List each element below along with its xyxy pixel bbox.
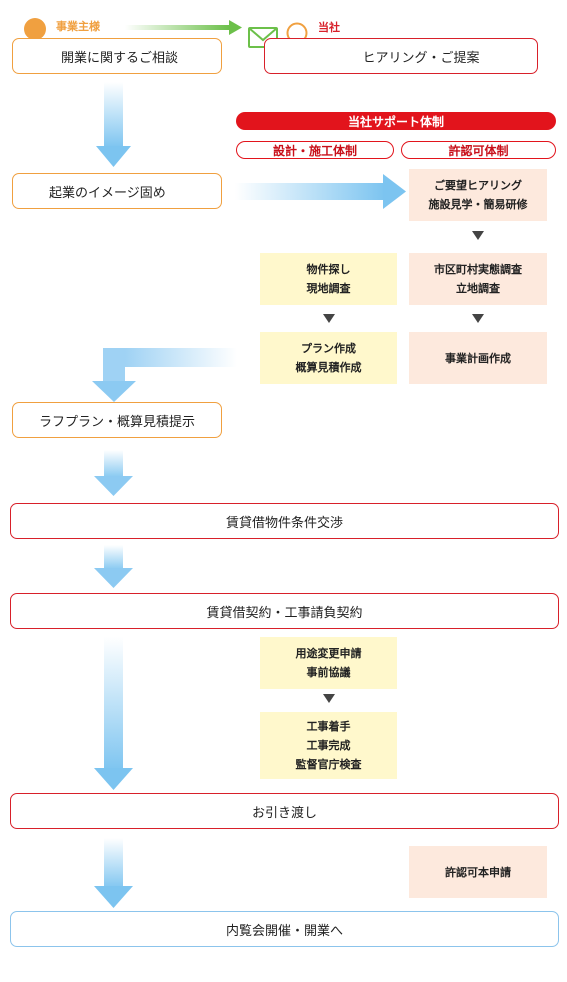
note-text: 事業計画作成	[445, 351, 511, 365]
step-hearing: ヒアリング・ご提案	[264, 38, 538, 74]
note-business-plan: 事業計画作成	[409, 332, 547, 384]
step-consult: 開業に関するご相談	[12, 38, 222, 74]
design-support-label: 設計・施工体制	[236, 141, 394, 159]
note-text: 工事着手	[306, 720, 351, 733]
step-handover-label: お引き渡し	[251, 805, 317, 821]
right-arrow	[235, 174, 406, 209]
note-text: 事前協議	[306, 666, 351, 679]
client-role-label: 事業主様	[56, 20, 100, 33]
note-text: プラン作成	[301, 342, 356, 355]
note-text: 市区町村実態調査	[434, 263, 522, 276]
step-handover: お引き渡し	[10, 793, 559, 829]
step-contract: 賃貸借契約・工事請負契約	[10, 593, 559, 629]
note-text: ご要望ヒアリング	[434, 179, 522, 192]
support-title: 当社サポート体制	[236, 112, 556, 130]
down-triangle-icon	[323, 314, 335, 323]
note-construction: 工事着手 工事完成 監督官庁検査	[260, 712, 397, 779]
note-text: 概算見積作成	[295, 361, 362, 374]
down-triangle-icon	[323, 694, 335, 703]
down-triangle-icon	[472, 314, 484, 323]
step-contract-label: 賃貸借契約・工事請負契約	[206, 605, 363, 621]
note-plan-make: プラン作成 概算見積作成	[260, 332, 397, 384]
note-permit-apply: 許認可本申請	[409, 846, 547, 898]
note-text: 物件探し	[306, 263, 351, 276]
note-text: 監督官庁検査	[295, 758, 362, 771]
note-municipal: 市区町村実態調査 立地調査	[409, 253, 547, 305]
note-text: 用途変更申請	[295, 647, 362, 660]
down-triangle-icon	[472, 231, 484, 240]
note-use-change: 用途変更申請 事前協議	[260, 637, 397, 689]
step-image-label: 起業のイメージ固め	[49, 185, 166, 201]
note-text: 施設見学・簡易研修	[428, 198, 528, 211]
step-rough-plan-label: ラフプラン・概算見積提示	[38, 414, 195, 430]
down-arrow-5	[94, 838, 133, 908]
step-negotiation-label: 賃貸借物件条件交渉	[225, 515, 343, 531]
down-arrow-2	[94, 450, 133, 496]
note-hearing-tour: ご要望ヒアリング 施設見学・簡易研修	[409, 169, 547, 221]
step-hearing-label: ヒアリング・ご提案	[362, 50, 480, 66]
return-arrow	[92, 348, 237, 402]
note-property: 物件探し 現地調査	[260, 253, 397, 305]
company-role-label: 当社	[318, 21, 340, 34]
note-text: 許認可本申請	[445, 865, 511, 879]
down-arrow-4	[94, 637, 133, 790]
step-negotiation: 賃貸借物件条件交渉	[10, 503, 559, 539]
down-arrow-3	[94, 545, 133, 588]
step-rough-plan: ラフプラン・概算見積提示	[12, 402, 222, 438]
step-opening: 内覧会開催・開業へ	[10, 911, 559, 947]
note-text: 工事完成	[306, 739, 351, 752]
note-text: 現地調査	[306, 282, 351, 295]
step-consult-label: 開業に関するご相談	[61, 50, 179, 66]
permit-support-label: 許認可体制	[401, 141, 556, 159]
step-image: 起業のイメージ固め	[12, 173, 222, 209]
green-arrow	[125, 20, 242, 35]
note-text: 立地調査	[456, 282, 500, 295]
step-opening-label: 内覧会開催・開業へ	[225, 923, 343, 939]
down-arrow-1	[96, 82, 131, 167]
